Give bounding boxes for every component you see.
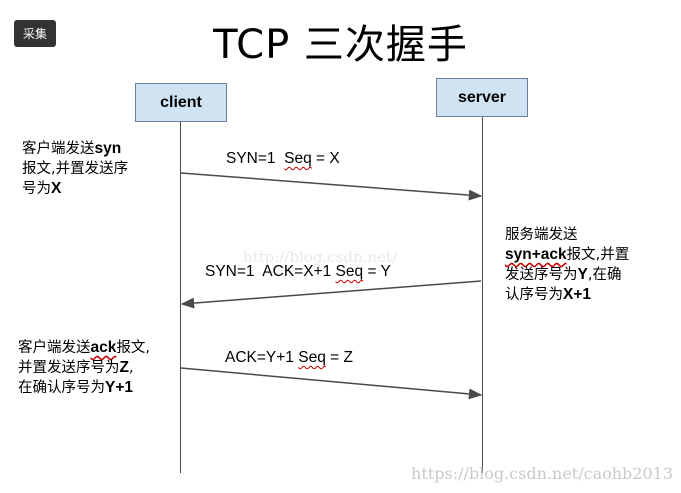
syn-message-label: SYN=1 Seq = X — [226, 150, 340, 167]
client-syn-note: 客户端发送syn 报文,并置发送序 号为X — [22, 140, 129, 197]
client-ack-note: 客户端发送ack报文, 并置发送序号为Z, 在确认序号为Y+1 — [18, 339, 150, 396]
ack-arrow — [180, 367, 483, 400]
seq-word: Seq — [335, 263, 364, 280]
server-syn-ack-note: 服务端发送 syn+ack报文,并置 发送序号为Y,在确 认序号为X+1 — [505, 227, 630, 303]
client-label: client — [160, 93, 202, 111]
server-label: server — [457, 88, 507, 106]
seq-word: Seq — [298, 349, 326, 366]
corner-watermark: https://blog.csdn.net/caohb2013 — [411, 464, 673, 483]
center-watermark: http://blog.csdn.net/ — [243, 248, 398, 266]
seq-word: Seq — [284, 150, 312, 167]
syn-ack-arrow — [180, 280, 482, 309]
diagram-title: TCP 三次握手 — [213, 22, 468, 68]
syn-ack-message-label: SYN=1 ACK=X+1 Seq = Y — [205, 263, 391, 280]
client-box: client — [135, 83, 227, 122]
server-box: server — [436, 78, 528, 117]
ack-message-label: ACK=Y+1 Seq = Z — [225, 349, 353, 366]
syn-arrow — [180, 172, 483, 201]
collect-badge[interactable]: 采集 — [14, 20, 57, 47]
client-lifeline — [180, 121, 181, 473]
server-lifeline — [482, 116, 483, 473]
